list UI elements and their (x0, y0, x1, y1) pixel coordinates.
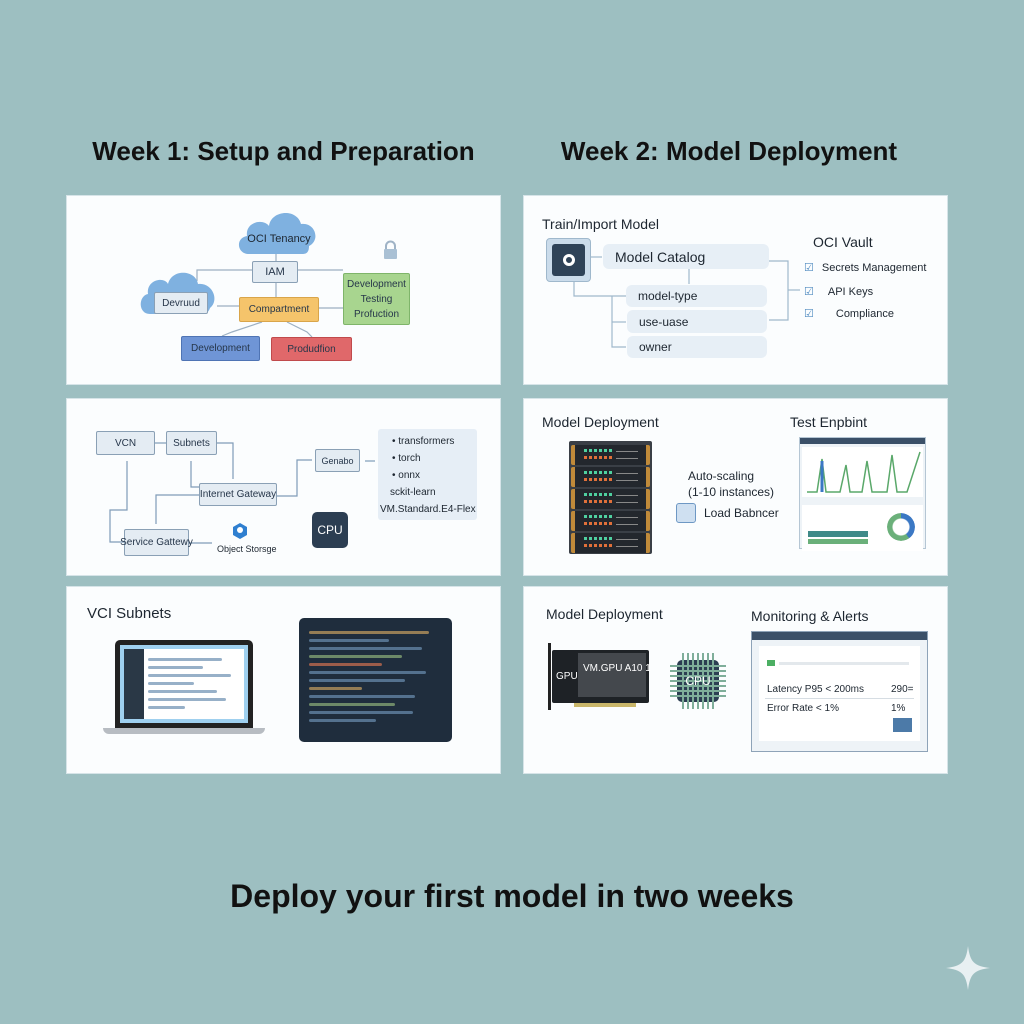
network-panel: VCN Subnets Internet Gateway Service Gat… (66, 398, 501, 576)
model-catalog-box[interactable]: Model Catalog (603, 244, 769, 269)
model-icon (546, 238, 591, 282)
env-item: Testing (360, 293, 393, 305)
error-rate-value: 1% (891, 703, 906, 714)
compartment-box[interactable]: Compartment (239, 297, 319, 322)
internet-gateway-box[interactable]: Internet Gateway (199, 483, 277, 506)
tenancy-label: OCI Tenancy (247, 233, 311, 245)
library-item: • onnx (392, 470, 420, 481)
subnets-box[interactable]: Subnets (166, 431, 217, 455)
catalog-field[interactable]: model-type (626, 285, 767, 307)
donut-chart (887, 513, 915, 541)
sparkle-icon (946, 946, 990, 990)
library-item: • transformers (392, 436, 455, 447)
cpu-chip-icon: CPU (670, 653, 726, 709)
env-item: Development (347, 278, 406, 290)
development-box[interactable]: Development (181, 336, 260, 361)
latency-metric: Latency P95 < 200ms (767, 684, 865, 695)
production-box[interactable]: Produdfion (271, 337, 352, 361)
train-import-title: Train/Import Model (542, 216, 659, 232)
vault-item[interactable]: ☑ Secrets Management (804, 261, 926, 274)
load-balancer-icon (676, 503, 696, 523)
checkbox-icon: ☑ (804, 308, 814, 320)
catalog-field[interactable]: owner (627, 336, 767, 358)
test-dashboard (799, 437, 926, 551)
test-endpoint-title: Test Enpbint (790, 414, 868, 430)
code-editor (299, 618, 452, 742)
week2-heading: Week 2: Model Deployment (560, 136, 898, 166)
deployment-title: Model Deployment (542, 414, 659, 430)
checkbox-icon: ☑ (804, 262, 814, 274)
oci-vault-title: OCI Vault (813, 234, 873, 250)
monitoring-dashboard: Latency P95 < 200ms 290= Error Rate < 1%… (751, 631, 928, 752)
gpu-label: GPU (556, 671, 578, 682)
library-list: • transformers • torch • onnx sckit-lear… (378, 429, 477, 520)
laptop-icon (115, 640, 253, 728)
monitoring-title: Monitoring & Alerts (751, 608, 869, 624)
vcn-box[interactable]: VCN (96, 431, 155, 455)
deployment-title: Model Deployment (546, 606, 663, 622)
week1-heading: Week 1: Setup and Preparation (92, 136, 475, 166)
vault-item-label: API Keys (827, 286, 874, 298)
object-storage-label: Object Storsge (217, 544, 277, 554)
iam-panel: OCI Tenancy IAM Devruud Compartment Deve… (66, 195, 501, 385)
endpoint-line-chart (802, 447, 923, 497)
laptop-base (103, 728, 265, 734)
code-panel: VCI Subnets (66, 586, 501, 774)
library-item: • torch (392, 453, 421, 464)
cpu-label: CPU (317, 523, 343, 537)
cloud-icon (238, 212, 316, 254)
library-item: sckit-learn (390, 487, 436, 498)
load-balancer-label: Load Babncer (704, 506, 779, 520)
cpu-label: CPU (685, 674, 711, 688)
environments-box[interactable]: Development Testing Profuction (343, 273, 410, 325)
lock-icon (384, 240, 397, 259)
gpu-card-icon: GPU VM.GPU A10 1 (548, 643, 651, 710)
vault-item[interactable]: ☑ API Keys (804, 285, 873, 298)
service-gateway-box[interactable]: Service Gattewy (120, 529, 193, 556)
env-item: Profuction (353, 308, 400, 320)
library-item: VM.Standard.E4-Flex (380, 504, 476, 515)
genabo-box[interactable]: Genabo (315, 449, 360, 472)
monitoring-panel: Model Deployment GPU VM.GPU A10 1 CPU Mo… (523, 586, 948, 774)
cpu-chip-icon: CPU (305, 505, 355, 555)
vault-item-label: Compliance (835, 308, 894, 320)
autoscaling-label: Auto-scaling (688, 469, 755, 483)
catalog-field[interactable]: use-uase (627, 310, 767, 333)
checkbox-icon: ☑ (804, 286, 814, 298)
vault-item[interactable]: ☑ Compliance (804, 307, 894, 320)
object-storage-icon (233, 523, 247, 539)
panel-title: VCI Subnets (87, 605, 172, 622)
server-rack-icon (569, 441, 652, 554)
devcloud-box[interactable]: Devruud (154, 292, 208, 314)
error-rate-metric: Error Rate < 1% (767, 703, 839, 714)
latency-value: 290= (891, 684, 914, 695)
catalog-panel: Train/Import Model Model Catalog model-t… (523, 195, 948, 385)
vault-item-label: Secrets Management (821, 262, 927, 274)
instances-label: (1-10 instances) (688, 485, 775, 499)
gpu-model-label: VM.GPU A10 1 (583, 663, 651, 674)
email-alert-icon[interactable] (893, 718, 912, 732)
deployment-panel: Model Deployment Auto-scaling (1-10 inst… (523, 398, 948, 576)
footer-tagline: Deploy your first model in two weeks (230, 878, 794, 914)
iam-box[interactable]: IAM (252, 261, 298, 283)
